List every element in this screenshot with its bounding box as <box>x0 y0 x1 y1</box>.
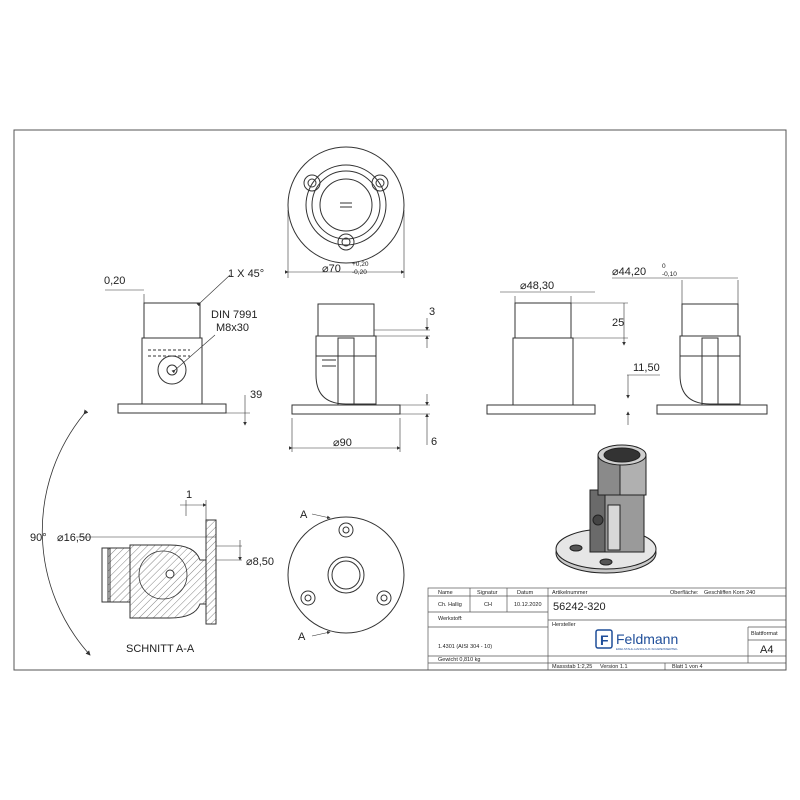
tb-company: Feldmann <box>616 631 678 647</box>
tb-material-header: Werkstoff: <box>438 616 463 622</box>
feldmann-logo: F <box>595 629 613 649</box>
tb-drawer-name: Ch. Hallig <box>438 602 462 608</box>
right-view-b <box>612 277 768 425</box>
right-b-diameter: ⌀44,20 <box>612 266 646 278</box>
cut-label-top: A <box>300 509 308 521</box>
dim-3: 3 <box>429 306 435 318</box>
section-dim-1: 1 <box>186 489 192 501</box>
tb-scale: Massstab 1:2,25 <box>552 664 592 670</box>
top-tol-plus: +0,20 <box>352 261 369 268</box>
base-diameter-dim: ⌀90 <box>333 437 352 449</box>
tb-surface-label: Oberfläche: <box>670 590 699 596</box>
top-diameter-label: ⌀70 <box>322 263 341 275</box>
tb-format-value: A4 <box>760 644 773 656</box>
tb-version: Version 1.1 <box>600 664 628 670</box>
tb-drawer-date: 10.12.2020 <box>514 602 542 608</box>
tb-weight: Gewicht 0,810 kg <box>438 657 481 663</box>
plan-view <box>287 513 405 637</box>
right-b-tol-plus: 0 <box>662 263 666 270</box>
title-block <box>427 587 787 671</box>
section-angle: 90° <box>30 532 47 544</box>
right-a-diameter: ⌀48,30 <box>520 280 554 292</box>
tb-article-header: Artikelnummer <box>552 590 588 596</box>
right-a-height: 25 <box>612 317 624 329</box>
tb-date-header: Datum <box>517 590 534 596</box>
thread-size: M8x30 <box>216 322 249 334</box>
drawing-frame <box>13 129 787 671</box>
section-hole-diameter: ⌀8,50 <box>246 556 274 568</box>
tb-name-header: Name <box>438 590 453 596</box>
tb-drawer-sig: CH <box>484 602 492 608</box>
svg-text:F: F <box>600 632 609 648</box>
tb-signature-header: Signatur <box>477 590 498 596</box>
section-bore-diameter: ⌀16,50 <box>57 532 91 544</box>
top-tol-minus: -0,20 <box>352 269 367 276</box>
side-view <box>289 303 430 452</box>
tb-company-tagline: EDELSTAHL-HANDLAUF-SCHWEISSERTEIL <box>616 647 678 651</box>
tb-surface-value: Geschliffen Korn 240 <box>704 590 755 596</box>
right-view-a <box>486 291 628 415</box>
thread-standard: DIN 7991 <box>211 309 257 321</box>
tb-sheet: Blatt 1 von 4 <box>672 664 703 670</box>
right-b-tol-minus: -0,10 <box>662 271 677 278</box>
right-b-offset: 11,50 <box>633 362 660 374</box>
section-label: SCHNITT A-A <box>126 643 195 655</box>
isometric-view <box>555 444 657 574</box>
front-view <box>105 274 250 426</box>
tb-manufacturer-header: Hersteller <box>552 622 576 628</box>
chamfer-dim: 0,20 <box>104 275 125 287</box>
chamfer-note: 1 X 45° <box>228 268 264 280</box>
cut-label-bottom: A <box>298 631 306 643</box>
tb-article-number: 56242-320 <box>553 601 606 613</box>
front-height-dim: 39 <box>250 389 262 401</box>
section-view <box>41 409 242 656</box>
top-view <box>285 146 405 278</box>
dim-6: 6 <box>431 436 437 448</box>
tb-format-header: Blattformat <box>751 631 778 637</box>
tb-material-value: 1.4301 (AISI 304 - 10) <box>438 644 492 650</box>
